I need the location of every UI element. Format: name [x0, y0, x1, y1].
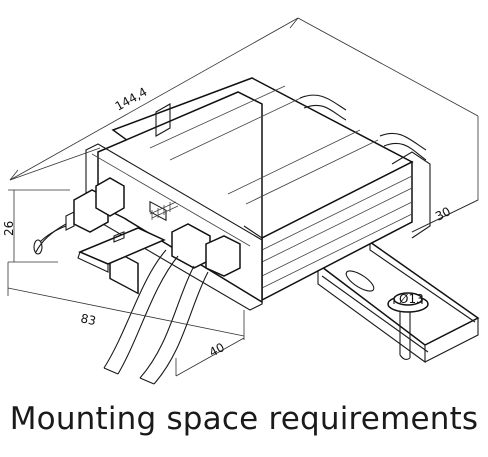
connectors — [33, 177, 241, 277]
dim-height-label: 26 — [2, 221, 16, 236]
screw-label: Ø13 — [399, 292, 424, 306]
dim-front-clearance-label: 40 — [207, 340, 227, 360]
mounting-screw: Ø13 — [387, 292, 429, 360]
dimension-lines — [7, 17, 479, 377]
cables — [103, 94, 427, 385]
dim-depth-label: 83 — [79, 311, 97, 328]
caption: Mounting space requirements — [9, 401, 479, 437]
dim-rail-clearance-label: 30 — [433, 204, 453, 223]
back-plate — [155, 103, 431, 239]
dim-length-label: 144,4 — [113, 85, 150, 114]
mounting-diagram: Ø13 — [2, 17, 480, 385]
